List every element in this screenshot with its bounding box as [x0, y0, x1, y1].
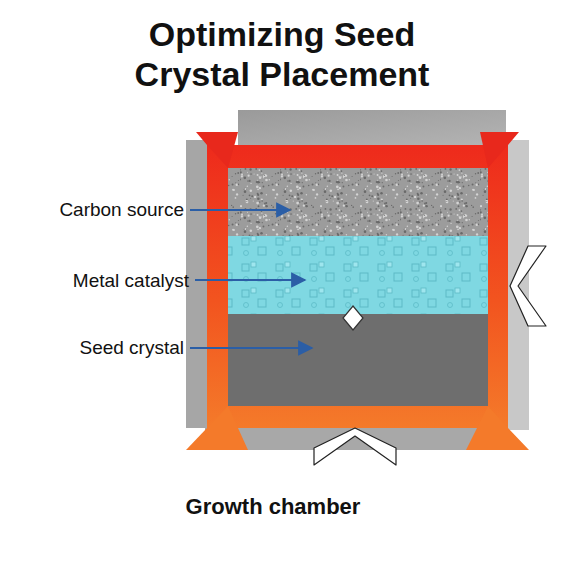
part-label: Metal catalyst — [73, 270, 189, 292]
seed-crystal-layer — [228, 314, 488, 406]
frame-flare — [196, 132, 238, 168]
frame-flare — [466, 406, 529, 450]
chamber-housing — [186, 110, 529, 450]
part-label: Carbon source — [59, 199, 184, 221]
part-label: Seed crystal — [79, 337, 184, 359]
heater-wall — [207, 145, 508, 428]
leader-arrow — [190, 347, 312, 349]
housing-top — [238, 110, 506, 146]
housing-left — [186, 140, 210, 428]
diagram-title: Optimizing Seed Crystal Placement — [107, 14, 457, 94]
heater-frame — [186, 132, 529, 450]
diagram-caption: Growth chamber — [100, 494, 446, 520]
metal-catalyst-layer — [228, 236, 488, 314]
leader-arrow — [190, 209, 290, 211]
frame-flare — [480, 132, 519, 168]
carbon-source-layer — [228, 168, 488, 236]
frame-flare — [186, 406, 248, 450]
leader-arrow — [195, 279, 305, 281]
seed-crystal-diamond — [343, 306, 363, 330]
heat-chevron — [314, 428, 396, 465]
heat-chevron — [510, 246, 546, 326]
